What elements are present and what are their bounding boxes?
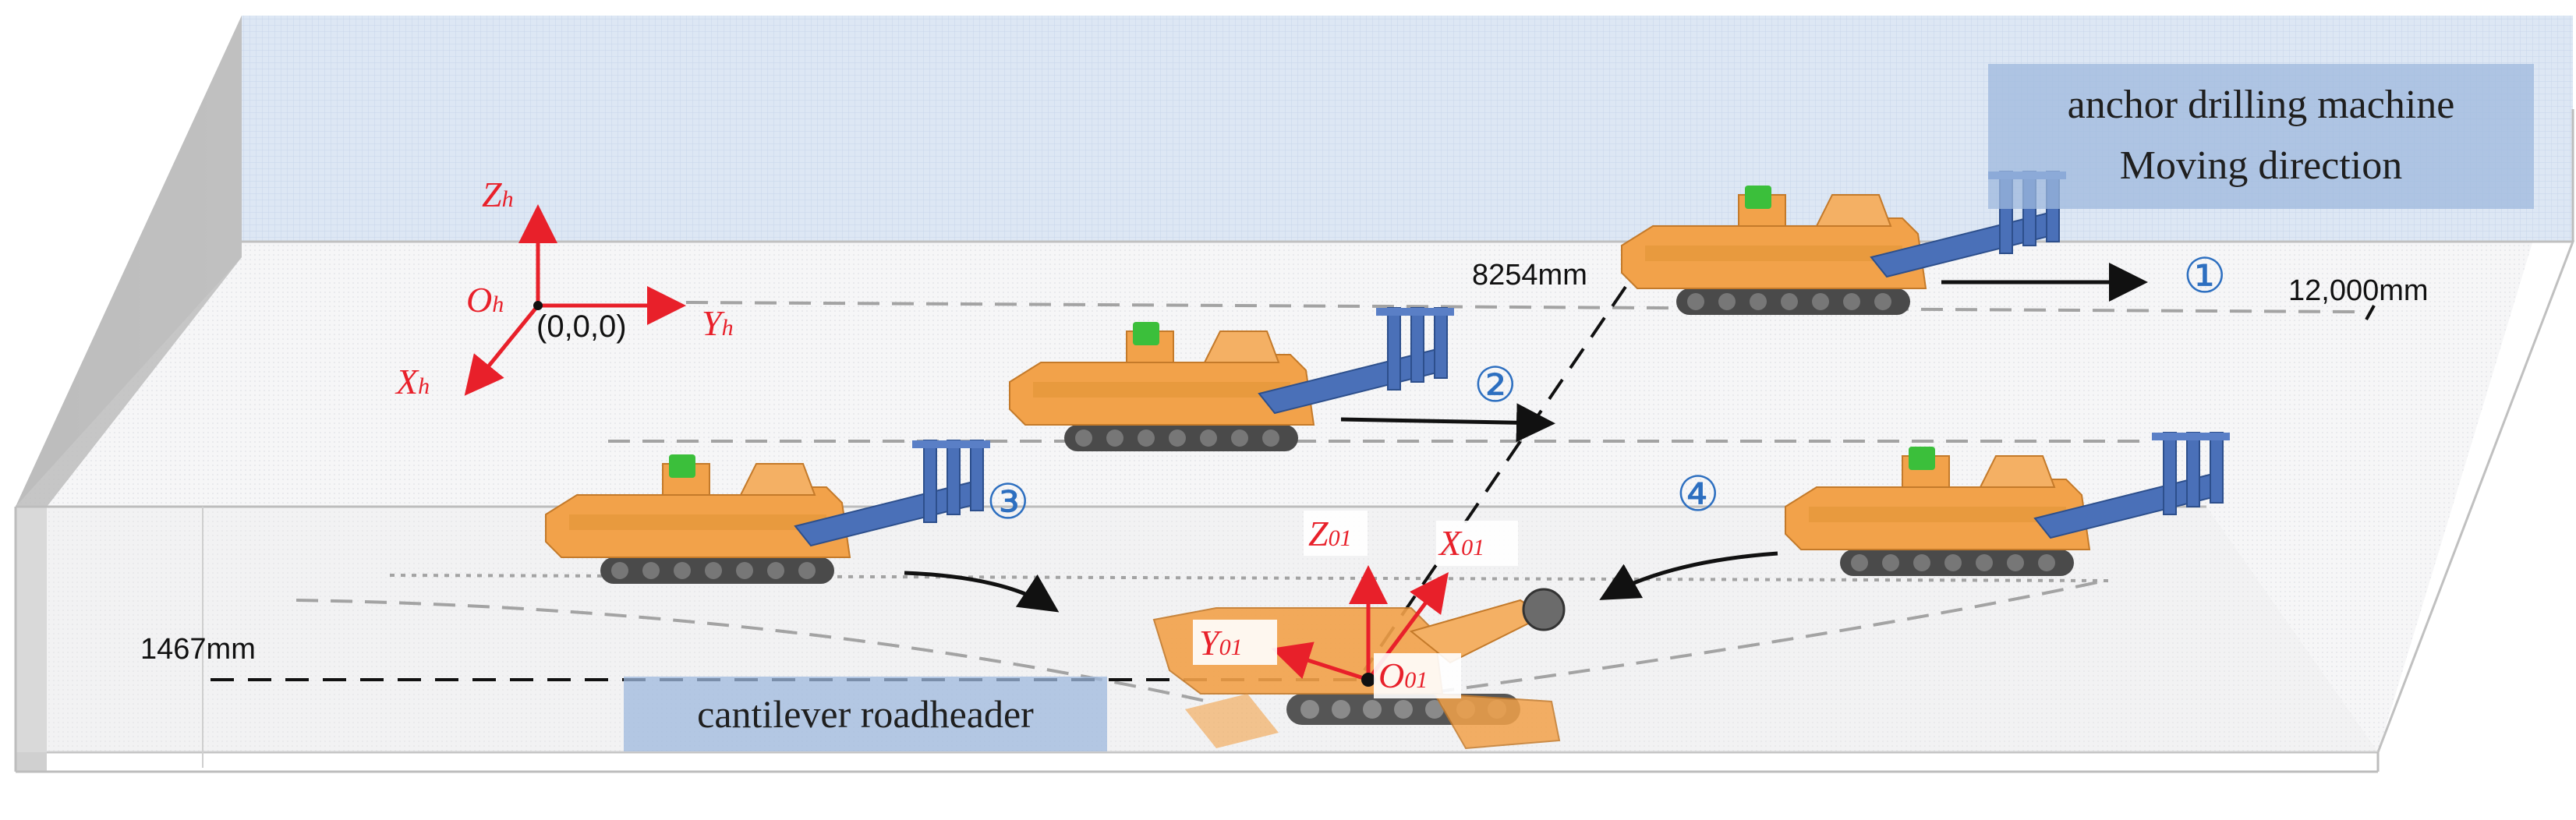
step-number-3: ③ xyxy=(986,475,1030,529)
step-number-4: ④ xyxy=(1676,468,1720,521)
step-number-1: ① xyxy=(2183,249,2227,303)
axis-label-zh: Zh xyxy=(482,175,514,214)
track-line-1 xyxy=(685,301,2355,313)
dimension-label-1467: 1467mm xyxy=(140,633,256,666)
frame-h xyxy=(464,204,686,396)
axis-label-oh: Oh xyxy=(466,280,504,320)
anchor-machine-label-line2: Moving direction xyxy=(2119,143,2403,188)
path-curve-left xyxy=(295,599,1209,703)
axis-label-xh: Xh xyxy=(395,362,430,401)
dimension-label-12000: 12,000mm xyxy=(2288,274,2429,307)
axis-label-x01: X01 xyxy=(1438,523,1484,563)
axis-label-yh: Yh xyxy=(702,303,734,343)
origin-coord-label: (0,0,0) xyxy=(536,309,627,344)
arrow-step-2 xyxy=(1340,403,1555,443)
dimension-line-diagonal xyxy=(1363,285,1627,672)
anchor-machine-label-box: anchor drilling machine Moving direction xyxy=(1988,64,2534,209)
path-curve-right xyxy=(1364,579,2106,703)
dimension-label-8254: 8254mm xyxy=(1472,259,1587,292)
axis-label-o01: O01 xyxy=(1378,656,1428,695)
arrow-step-4 xyxy=(1599,551,1778,600)
step-number-2: ② xyxy=(1474,359,1517,412)
arrow-step-3 xyxy=(904,571,1060,613)
roadheader-label-box: cantilever roadheader xyxy=(624,677,1107,751)
axis-label-z01: Z01 xyxy=(1308,514,1352,553)
axis-label-y01: Y01 xyxy=(1199,623,1243,663)
anchor-machine-label-line1: anchor drilling machine xyxy=(2067,83,2455,127)
